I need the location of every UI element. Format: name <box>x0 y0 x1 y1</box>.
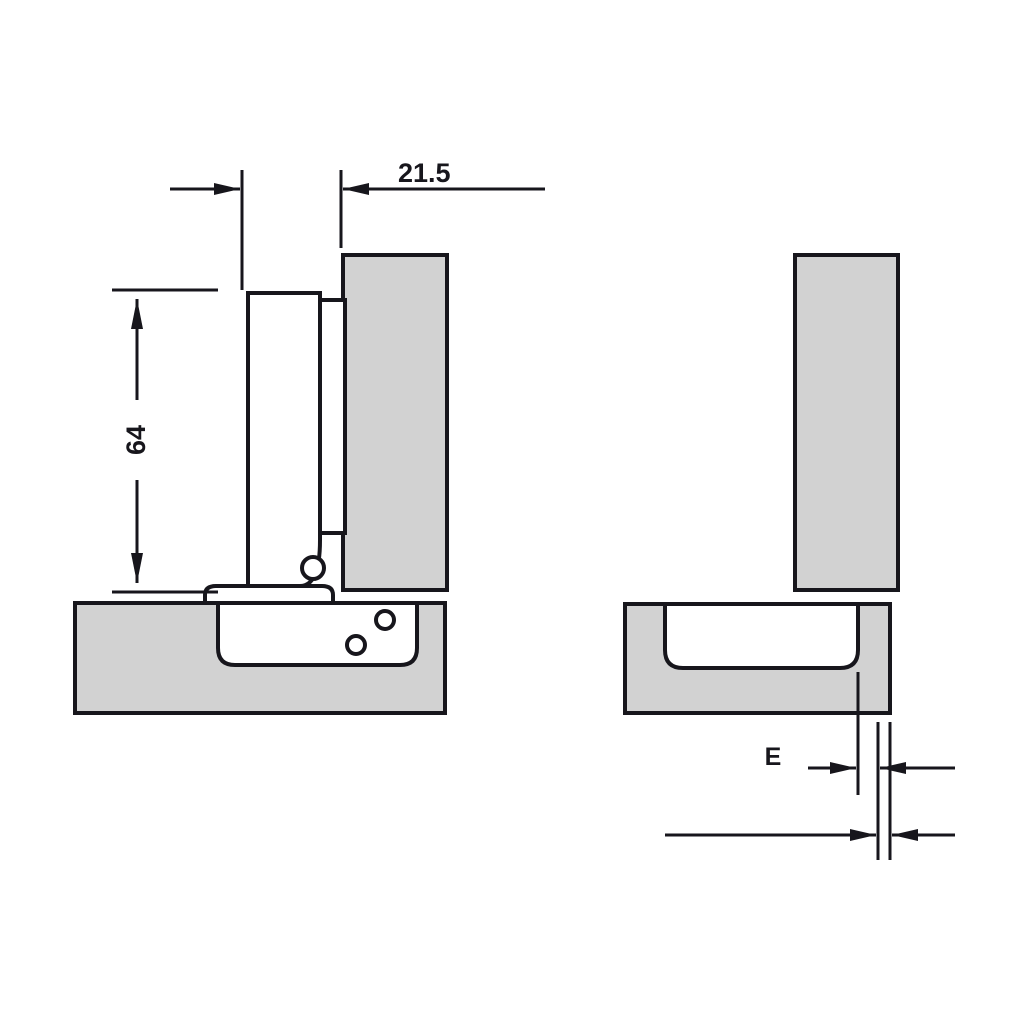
hinge-arm <box>246 291 322 588</box>
screw-hole-lower <box>345 634 367 656</box>
hinge-arm-link <box>316 298 347 535</box>
right-door-panel <box>793 253 900 592</box>
left-door-panel <box>341 253 449 592</box>
left-mounting-plate-recess <box>216 601 419 667</box>
right-view-group: E <box>623 253 955 860</box>
dim-64-label: 64 <box>121 425 151 455</box>
hinge-cup <box>203 584 335 605</box>
dim-21-5-label: 21.5 <box>398 158 451 188</box>
dim-e-label: E <box>765 743 782 771</box>
right-mounting-plate-recess <box>663 602 860 670</box>
left-view-group: 64 21.5 <box>73 158 545 715</box>
screw-hole-upper <box>374 609 396 631</box>
hinge-pivot <box>300 555 326 581</box>
